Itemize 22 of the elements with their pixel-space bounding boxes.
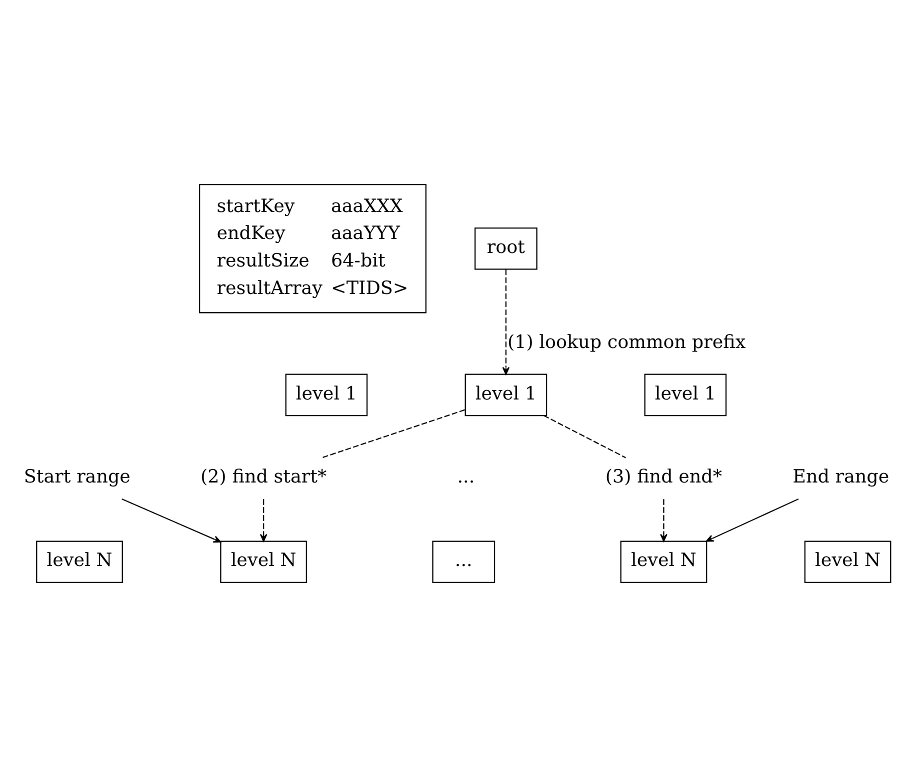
node-box: level N (220, 540, 308, 582)
label: ... (457, 466, 475, 488)
arrow (502, 268, 510, 374)
node-box: ... (432, 540, 496, 582)
arrow (660, 498, 668, 542)
node-box: level N (36, 540, 123, 582)
node-box: root (474, 226, 538, 270)
node-text: (3) find end* (605, 466, 722, 488)
node-box: level 1 (644, 373, 727, 416)
node-text: Start range (24, 466, 131, 488)
arrow (260, 498, 268, 542)
node-text: (2) find start* (200, 466, 327, 488)
connector (322, 408, 466, 458)
node-text: End range (792, 466, 890, 488)
node-box: level 1 (464, 373, 548, 416)
connector (543, 414, 626, 458)
arrow (122, 498, 222, 542)
node-box: level 1 (285, 373, 368, 416)
edge-label: (1) lookup common prefix (507, 331, 746, 352)
node-box: level N (620, 540, 708, 582)
node-box: level N (804, 540, 892, 582)
node-box: startKey aaaXXX endKey aaaYYY resultSize 64-bit resultArray <TIDS> (198, 184, 426, 313)
